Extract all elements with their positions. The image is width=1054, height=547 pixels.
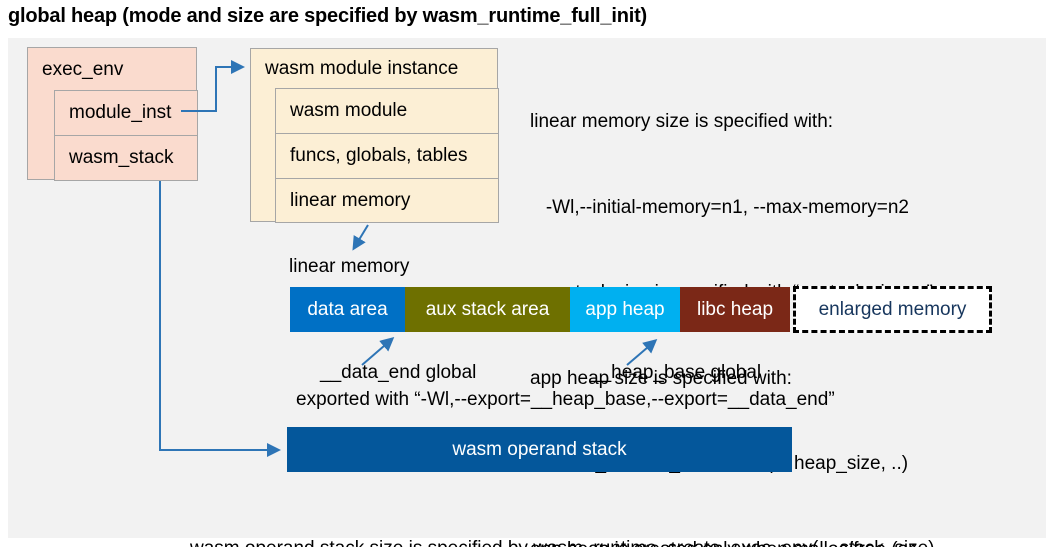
note-line: linear memory size is specified with: — [530, 111, 834, 132]
heap-base-global-label: __heap_base global — [590, 362, 762, 383]
exec-env-label: exec_env — [42, 58, 124, 80]
note-line: -Wl,--initial-memory=n1, --max-memory=n2 — [530, 196, 909, 218]
segment-aux-stack-area: aux stack area — [405, 287, 570, 332]
funcs-globals-tables-box: funcs, globals, tables — [275, 133, 499, 179]
operand-stack-notes: wasm operand stack size is specified by … — [190, 481, 935, 547]
wasm-module-instance-box: wasm module instance wasm module funcs, … — [250, 48, 499, 223]
note-line: app heap is created only when malloc/fre… — [530, 536, 933, 547]
segment-data-area: data area — [290, 287, 405, 332]
exec-env-box: exec_env module_inst wasm_stack — [27, 47, 198, 181]
note-line: app heap size is specified with: — [530, 367, 792, 389]
data-end-global-label: __data_end global — [320, 362, 477, 383]
diagram-title: global heap (mode and size are specified… — [8, 5, 647, 27]
exported-with-label: exported with “-Wl,--export=__heap_base,… — [296, 389, 835, 410]
module-inst-box: module_inst — [54, 90, 198, 136]
wasm-operand-stack-bar: wasm operand stack — [287, 427, 792, 472]
segment-libc-heap: libc heap — [680, 287, 790, 332]
linear-memory-box: linear memory — [275, 178, 499, 223]
segment-enlarged-memory: enlarged memory — [793, 286, 992, 333]
segment-app-heap: app heap — [570, 287, 680, 332]
wasm-module-box: wasm module — [275, 88, 499, 134]
note-line: wasm operand stack size is specified by … — [190, 535, 935, 547]
wasm-module-instance-label: wasm module instance — [265, 58, 459, 79]
linear-memory-caption: linear memory — [289, 256, 410, 277]
wasm-stack-box: wasm_stack — [54, 135, 198, 181]
